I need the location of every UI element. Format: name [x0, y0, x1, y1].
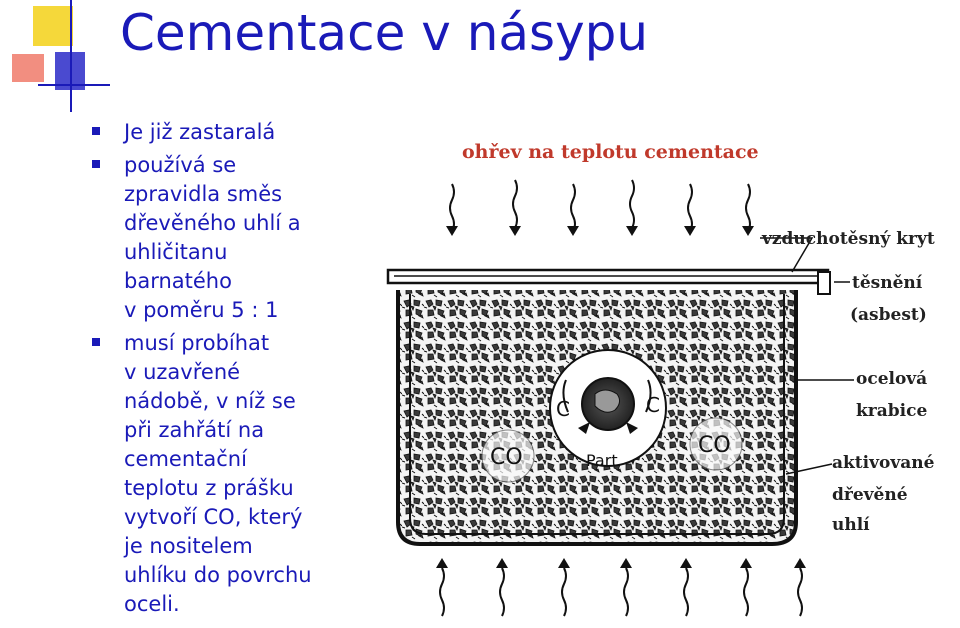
lid-label: vzduchotěsný kryt [761, 229, 935, 249]
bullet-text: musí probíhat v uzavřené nádobě, v níž s… [124, 331, 312, 616]
pack-carburizing-diagram: ohřev na teplotu cementace CO [386, 141, 935, 617]
part-label: Part [586, 451, 618, 470]
seal-label-1: těsnění [852, 273, 923, 293]
co-zone-right [689, 417, 743, 471]
arrowheads-top [446, 226, 754, 236]
c-left-label: C [556, 397, 570, 421]
deco-square-yellow [33, 6, 73, 46]
arrowheads-bottom [436, 558, 806, 568]
leader-lines [760, 237, 854, 475]
bullet-text: Je již zastaralá [124, 120, 276, 144]
deco-square-red [12, 54, 44, 82]
bullet-item: musí probíhat v uzavřené nádobě, v níž s… [88, 329, 358, 619]
co-zone-left [481, 429, 535, 483]
heat-arrows-bottom [439, 567, 803, 617]
co-right-label: CO [698, 433, 731, 458]
lid [386, 268, 831, 295]
co-left-label: CO [490, 445, 523, 470]
slide-title: Cementace v násypu [120, 4, 649, 62]
bullet-item: používá se zpravidla směs dřevěného uhlí… [88, 151, 358, 325]
charcoal-label-3: uhlí [832, 515, 870, 535]
charcoal-label-2: dřevěné [832, 485, 908, 505]
box-label-2: krabice [856, 401, 927, 421]
heading-label: ohřev na teplotu cementace [462, 141, 759, 163]
c-right-label: C [646, 393, 660, 417]
box-label-1: ocelová [856, 369, 927, 389]
bullet-square-icon [92, 338, 100, 346]
bullet-item: Je již zastaralá [88, 118, 358, 147]
deco-line-horizontal [38, 84, 110, 86]
bullet-square-icon [92, 127, 100, 135]
bullet-text: používá se zpravidla směs dřevěného uhlí… [124, 153, 301, 322]
deco-line-vertical [70, 0, 72, 112]
bullet-list: Je již zastaralá používá se zpravidla sm… [88, 118, 358, 623]
heat-arrows-top [449, 179, 751, 233]
seal-label-2: (asbest) [850, 305, 927, 325]
bullet-square-icon [92, 160, 100, 168]
charcoal-label-1: aktivované [832, 453, 935, 473]
part-zone [549, 349, 667, 467]
